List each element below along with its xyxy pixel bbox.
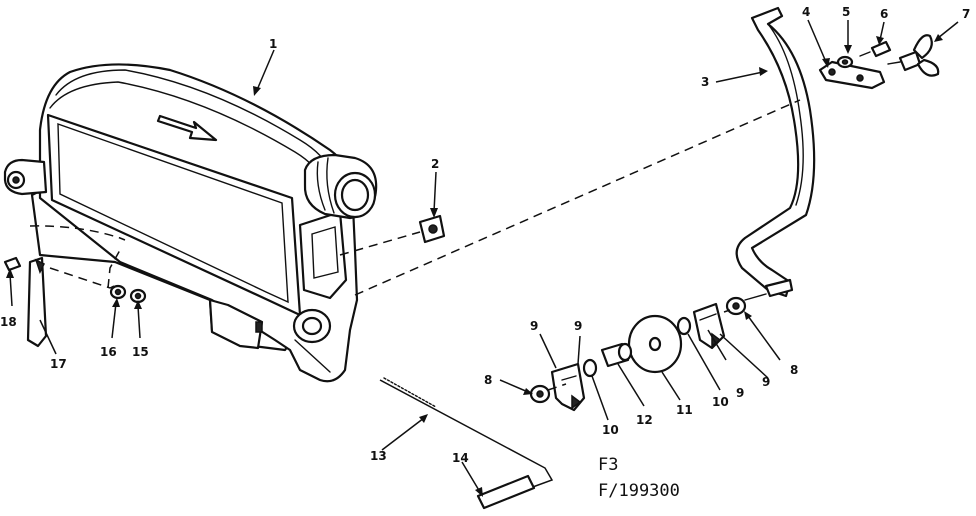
mounting-strip <box>26 256 48 348</box>
retaining-ring-left <box>582 358 598 378</box>
figure-number: F3 <box>598 455 618 475</box>
callout-6: 6 <box>880 7 888 21</box>
assembly-lines <box>29 99 801 391</box>
sleeve-bushing <box>600 342 633 368</box>
callout-13: 13 <box>370 449 387 463</box>
callout-7: 7 <box>962 7 970 21</box>
callout-11: 11 <box>676 403 693 417</box>
kickback-pawl-left <box>550 362 586 412</box>
hex-nut-left <box>529 384 551 404</box>
rod-grip <box>476 474 536 510</box>
callout-10-right: 10 <box>712 395 729 409</box>
callout-9-c: 9 <box>736 386 744 400</box>
callout-1: 1 <box>269 37 277 51</box>
threaded-rod <box>379 377 554 489</box>
nut-16 <box>109 284 127 300</box>
square-nut <box>418 214 446 244</box>
callout-9-b: 9 <box>574 319 582 333</box>
callout-3: 3 <box>701 75 709 89</box>
callout-8-left: 8 <box>484 373 492 387</box>
callout-14: 14 <box>452 451 469 465</box>
kickback-pawl-right <box>692 302 726 350</box>
callout-10-left: 10 <box>602 423 619 437</box>
wing-nut <box>887 34 940 77</box>
callout-5: 5 <box>842 5 850 19</box>
figure-reference: F3 F/199300 <box>598 455 680 501</box>
screw-18 <box>3 256 22 272</box>
callout-9-d: 9 <box>762 375 770 389</box>
callout-labels: 1 2 3 4 5 6 7 8 8 9 9 9 9 10 10 11 12 13… <box>0 5 970 465</box>
callout-12: 12 <box>636 413 653 427</box>
callout-18: 18 <box>0 315 17 329</box>
callout-4: 4 <box>802 5 810 19</box>
retaining-ring-right <box>676 316 692 336</box>
spacer-disc <box>627 314 683 374</box>
callout-2: 2 <box>431 157 439 171</box>
callout-leaders <box>6 19 959 497</box>
callout-8-right: 8 <box>790 363 798 377</box>
callout-17: 17 <box>50 357 67 371</box>
support-arm <box>735 6 816 298</box>
callout-16: 16 <box>100 345 117 359</box>
callout-15: 15 <box>132 345 149 359</box>
figure-code: F/199300 <box>598 481 680 501</box>
clamp-plate <box>818 60 886 90</box>
callout-9-a: 9 <box>530 319 538 333</box>
pivot-bolt <box>744 278 794 301</box>
hex-nut-right <box>725 296 747 316</box>
hex-screw <box>859 40 892 58</box>
blade-guard-housing <box>3 63 378 383</box>
lock-washer <box>836 55 854 69</box>
